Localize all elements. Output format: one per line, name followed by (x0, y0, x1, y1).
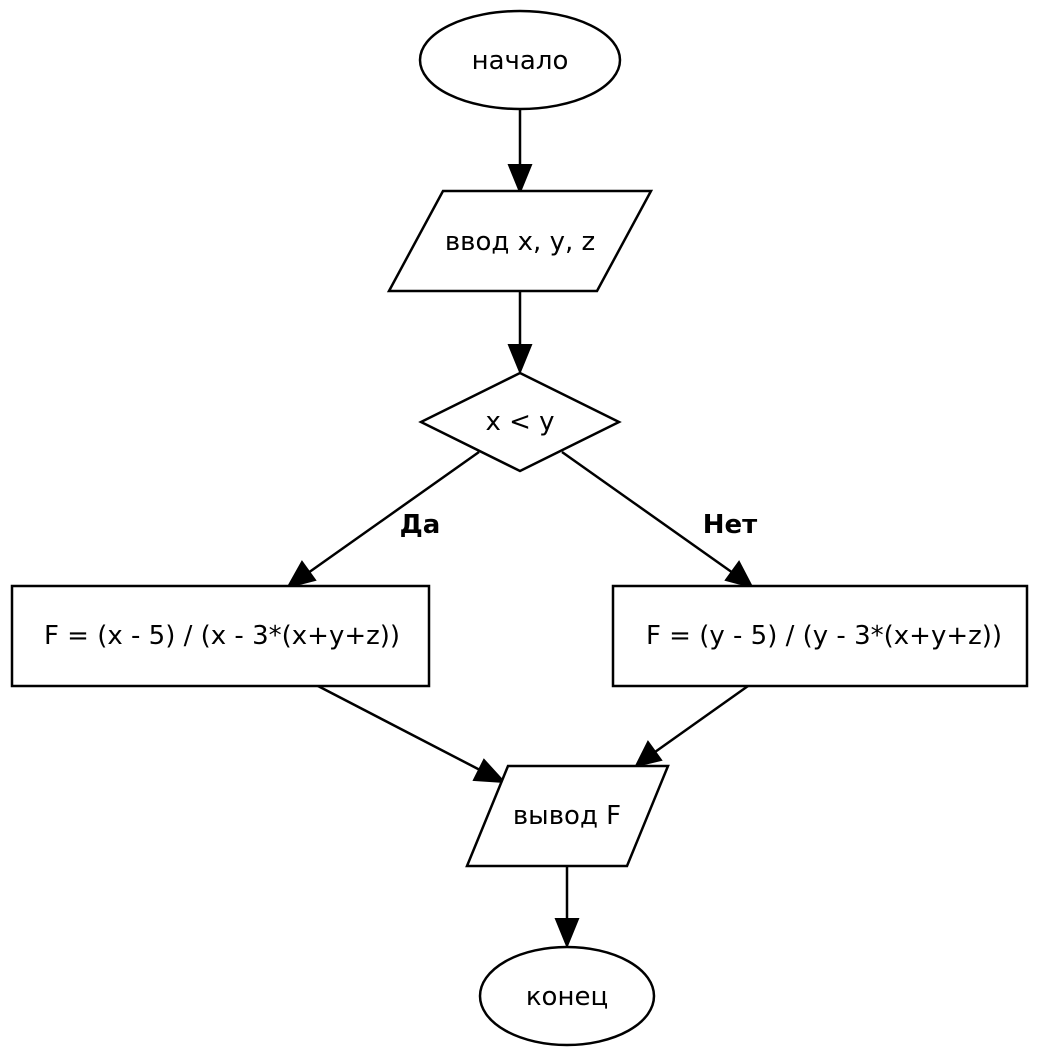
arrowhead-icon (507, 344, 533, 375)
node-condition-label: x < y (485, 407, 554, 437)
arrowhead-icon (724, 560, 754, 589)
edge-condition-to-yes (285, 450, 480, 589)
edge-start-to-input (507, 110, 533, 195)
edge-no-to-output (634, 684, 749, 768)
node-start-label: начало (472, 46, 569, 76)
edge-yes-to-output (317, 684, 507, 784)
arrowhead-icon (285, 560, 317, 589)
node-output-label: вывод F (513, 801, 621, 831)
node-branch-yes-label: F = (x - 5) / (x - 3*(x+y+z)) (44, 621, 400, 651)
edge-input-to-condition (507, 292, 533, 375)
edge-output-to-end (554, 866, 580, 949)
node-output: вывод F (465, 764, 670, 868)
node-input: ввод x, y, z (386, 189, 654, 293)
node-condition: x < y (418, 371, 622, 473)
node-branch-no-label: F = (y - 5) / (y - 3*(x+y+z)) (646, 621, 1002, 651)
arrowhead-icon (634, 740, 663, 768)
node-end-label: конец (526, 982, 608, 1012)
arrowhead-icon (554, 918, 580, 949)
edge-label-yes: Да (400, 510, 441, 540)
node-branch-no: F = (y - 5) / (y - 3*(x+y+z)) (611, 584, 1029, 688)
node-end: конец (478, 945, 656, 1047)
node-start: начало (418, 9, 622, 111)
node-input-label: ввод x, y, z (445, 227, 595, 257)
node-branch-yes: F = (x - 5) / (x - 3*(x+y+z)) (10, 584, 431, 688)
arrowhead-icon (472, 758, 507, 784)
edge-condition-to-no (561, 450, 754, 589)
edge-label-no: Нет (703, 510, 757, 540)
arrowhead-icon (507, 164, 533, 195)
